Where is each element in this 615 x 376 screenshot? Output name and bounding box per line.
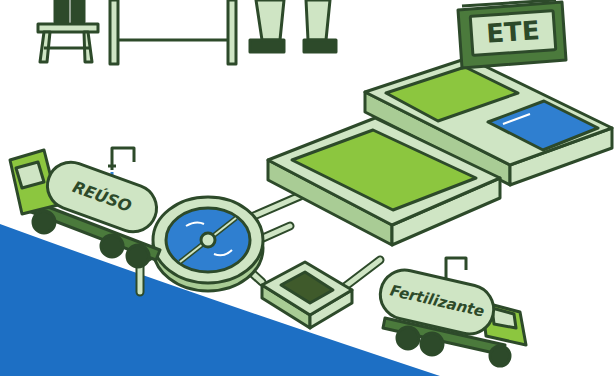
ete-building-part [458, 2, 566, 68]
circular-clarifier-part [201, 233, 215, 247]
reuse-truck-part [101, 235, 123, 257]
circular-clarifier [153, 197, 263, 291]
circular-clarifier-part [153, 197, 263, 283]
node-label: REÚSO [70, 179, 133, 216]
circular-clarifier-part [166, 208, 250, 272]
circular-clarifier-part [180, 218, 236, 262]
tank-truck: Fertilizante [374, 263, 501, 340]
stool-and-table-part [44, 47, 90, 50]
middle-tank [268, 118, 500, 245]
upper-tanks-part [488, 101, 598, 150]
node-label: Fertilizante [388, 284, 485, 321]
reuse-truck-part [127, 245, 149, 267]
reuse-truck-part [16, 162, 44, 188]
fertilizer-truck-part [490, 346, 510, 366]
fertilizer-truck-part [397, 327, 419, 349]
sludge-tank-part [281, 272, 333, 303]
building-sign: ETE [469, 9, 558, 57]
ete-building [458, 0, 566, 68]
reuse-truck-part [108, 165, 116, 168]
circular-clarifier-part [180, 218, 236, 262]
person-legs-part [304, 40, 336, 52]
ete-building-part [462, 0, 556, 6]
fertilizer-truck-part [421, 333, 443, 355]
sludge-tank-part [262, 262, 352, 315]
circular-clarifier-part [186, 222, 232, 255]
node-label: ETE [485, 18, 540, 49]
stool-and-table [38, 0, 236, 64]
person-legs [250, 0, 336, 52]
upper-tanks-part [503, 114, 530, 124]
middle-tank-part [268, 118, 500, 225]
stool-and-table-part [228, 0, 236, 64]
person-legs-part [306, 0, 330, 40]
reuse-truck-part [33, 211, 55, 233]
middle-tank-part [292, 130, 476, 210]
person-legs-part [256, 0, 284, 40]
stool-and-table-part [110, 0, 118, 64]
stool-and-table-part [55, 0, 68, 22]
person-legs-part [250, 40, 284, 52]
fertilizer-truck-part [492, 308, 516, 328]
tank-truck: REÚSO [39, 154, 165, 241]
stool-and-table-part [72, 0, 84, 22]
upper-tanks-part [386, 67, 518, 121]
stool-and-table-part [118, 39, 228, 42]
sludge-tank [262, 262, 352, 328]
